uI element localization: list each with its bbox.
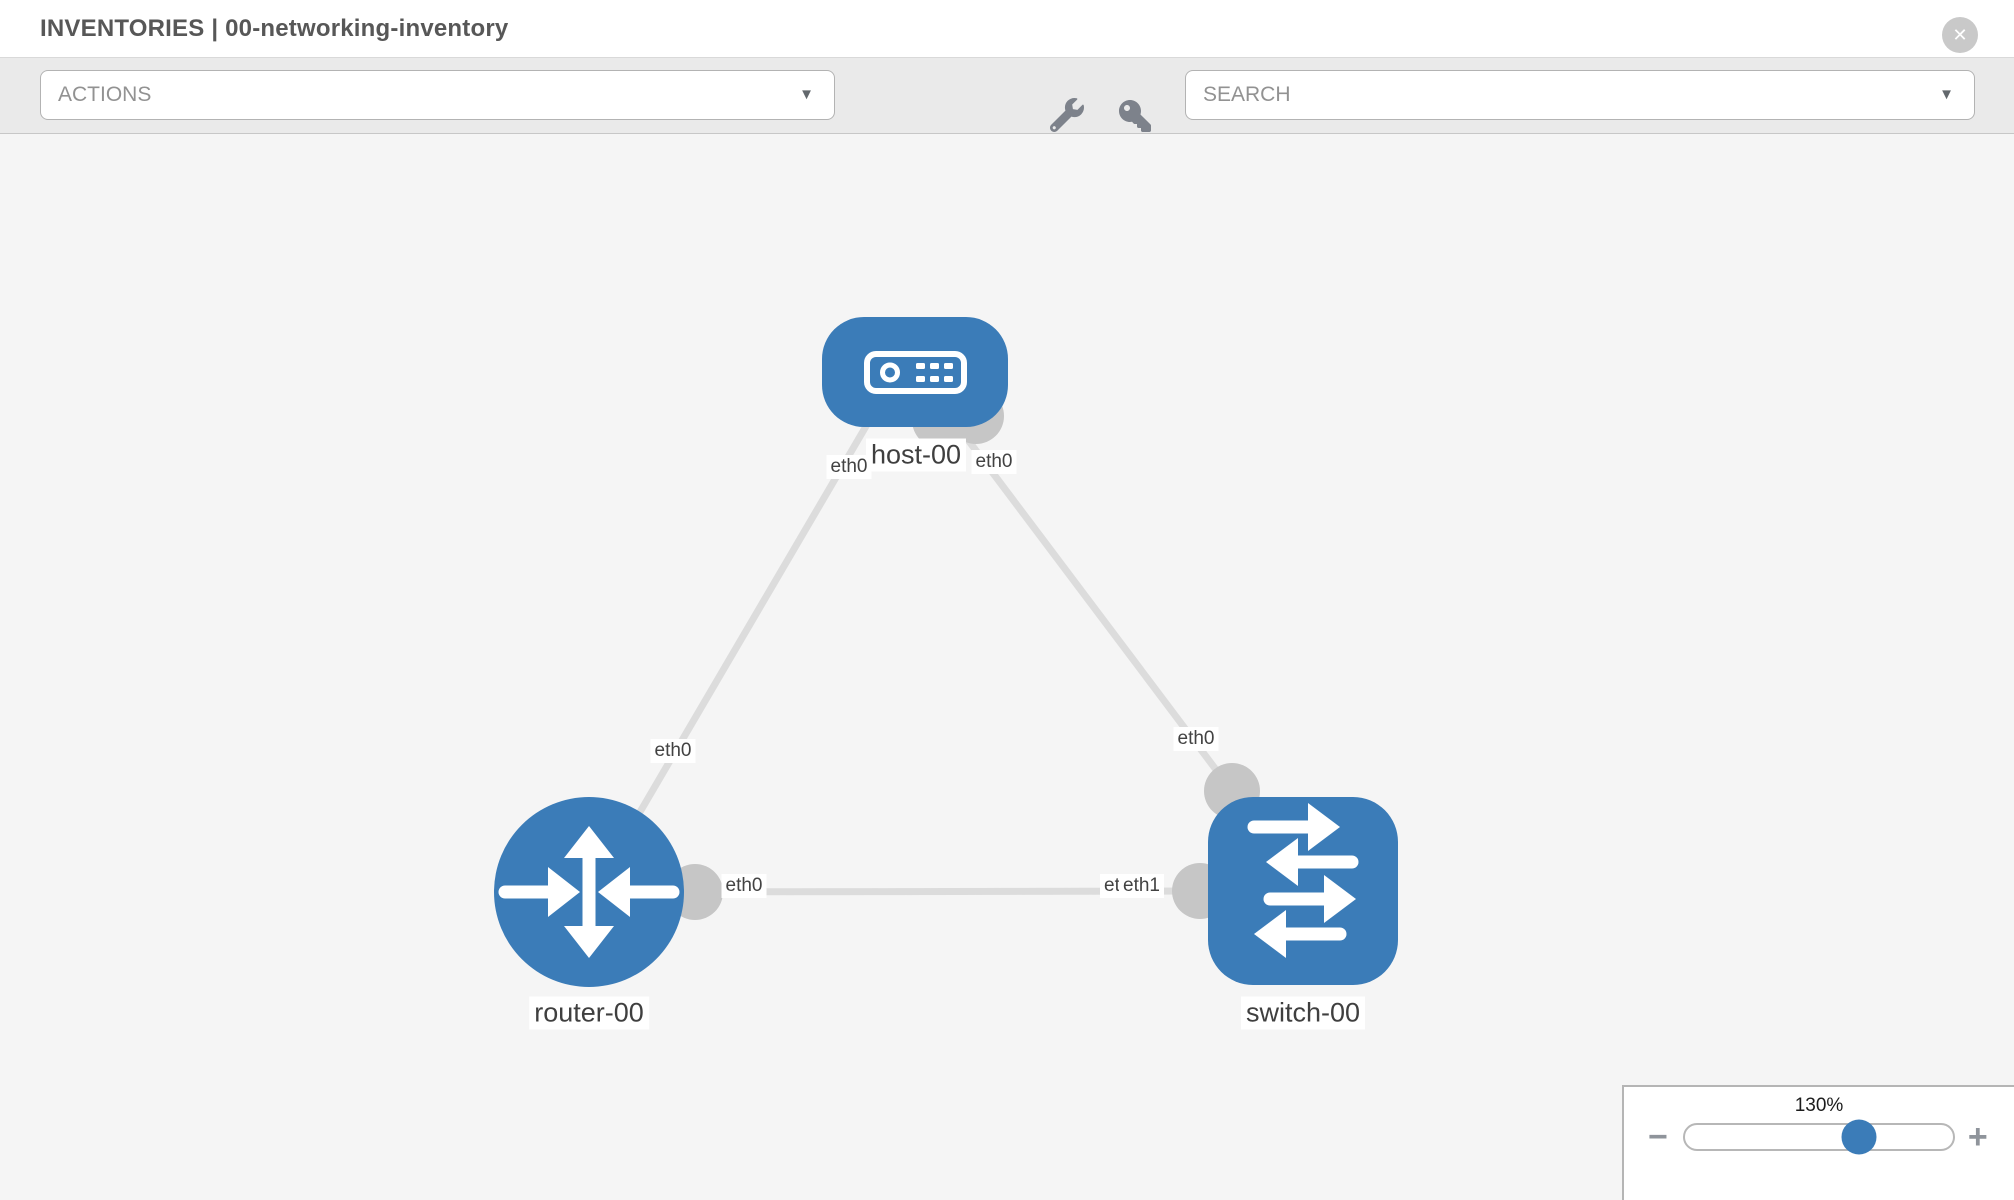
credentials-button[interactable] [1119,100,1151,132]
interface-label-switch-link-eth0: eth0 [1173,727,1219,751]
search-dropdown-label: SEARCH [1203,83,1291,106]
interface-label-host-eth0-right: eth0 [971,450,1017,474]
zoom-slider-thumb[interactable] [1841,1119,1877,1155]
router-icon [498,826,680,958]
switch-icon [1247,803,1359,958]
zoom-control-panel: 130% − + [1622,1085,2014,1200]
wrench-icon [1049,98,1084,133]
chevron-down-icon: ▼ [799,86,814,103]
node-switch-00[interactable] [1208,797,1398,985]
node-router-00[interactable] [494,797,684,987]
interface-label-router-eth0: eth0 [721,874,767,898]
close-icon: ✕ [1952,25,1968,45]
interface-label-host-eth0-left: eth0 [826,455,872,479]
close-button[interactable]: ✕ [1942,17,1978,53]
page-title: INVENTORIES | 00-networking-inventory [40,15,509,42]
interface-label-switch-eth1-front: eth1 [1119,874,1164,898]
actions-dropdown[interactable]: ACTIONS ▼ [40,70,835,120]
actions-dropdown-label: ACTIONS [58,83,152,106]
node-host-00[interactable] [822,317,1008,427]
zoom-out-button[interactable]: − [1648,1118,1668,1156]
node-label-switch: switch-00 [1240,996,1366,1030]
zoom-level-label: 130% [1794,1095,1844,1116]
configure-button[interactable] [1049,98,1084,133]
toolbar: ACTIONS ▼ SEARCH ▼ [0,58,2014,134]
search-dropdown[interactable]: SEARCH ▼ [1185,70,1975,120]
header: INVENTORIES | 00-networking-inventory ✕ [0,0,2014,58]
key-icon [1119,100,1151,132]
zoom-slider[interactable] [1682,1119,1955,1155]
node-label-host: host-00 [865,438,967,472]
zoom-in-button[interactable]: + [1967,1118,1988,1156]
node-label-router: router-00 [529,996,649,1030]
interface-label-router-link-eth0: eth0 [650,739,696,763]
chevron-down-icon: ▼ [1939,86,1954,103]
host-icon [864,351,967,394]
